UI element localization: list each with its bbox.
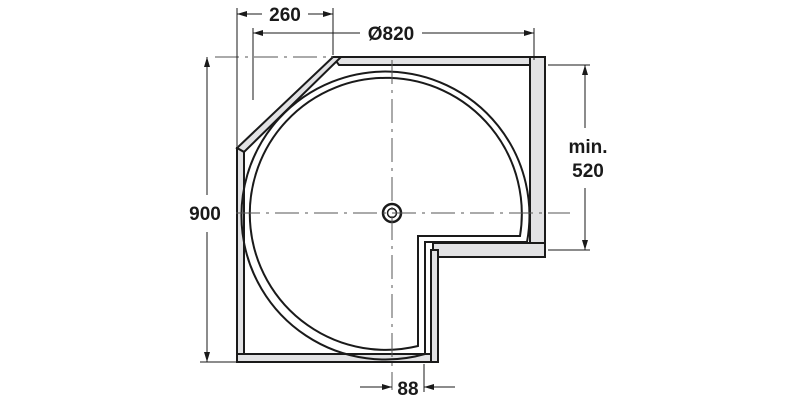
right-return-panel (432, 242, 546, 258)
dim-520-label: 520 (572, 161, 604, 182)
center-lines (215, 56, 570, 390)
dimension-900: 900 (189, 57, 221, 362)
left-panel (236, 146, 245, 357)
dimension-diameter: Ø820 (253, 24, 534, 45)
extension-lines (200, 8, 590, 392)
notch-panel (430, 249, 439, 363)
carousel-shelf (240, 70, 531, 361)
dimension-88: 88 (360, 379, 455, 400)
shelf-outer-edge (240, 70, 531, 361)
dim-min-label: min. (568, 137, 607, 158)
dimension-260: 260 (237, 5, 333, 26)
shelf-inner-edge (248, 76, 523, 351)
dim-88-label: 88 (397, 379, 418, 400)
dim-900-label: 900 (189, 204, 221, 225)
cabinet-frame (235, 56, 546, 363)
dimension-min-520: min. 520 (568, 65, 608, 250)
top-panel (331, 56, 546, 66)
dim-diameter-label: Ø820 (368, 24, 414, 45)
dim-260-label: 260 (269, 5, 301, 26)
right-panel (529, 56, 546, 244)
